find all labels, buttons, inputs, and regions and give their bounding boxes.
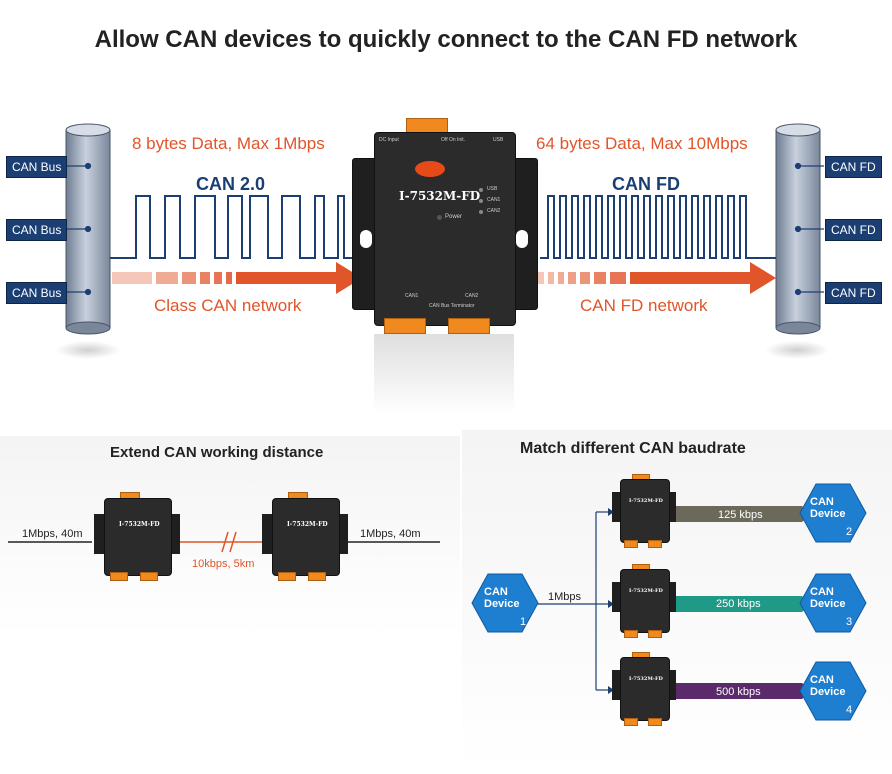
can1-led-icon <box>479 199 483 203</box>
can-fd-tag-1: CAN FD <box>825 156 882 178</box>
led-label-can2: CAN2 <box>487 208 501 214</box>
can20-spec: 8 bytes Data, Max 1Mbps <box>132 134 325 153</box>
device-body: I-7532M-FD <box>620 569 670 633</box>
can-device-1-hexagon: CAN Device 1 <box>470 572 540 634</box>
canfd-network-label: CAN FD network <box>580 296 708 315</box>
terminal-bottom-2 <box>648 540 662 548</box>
extend-device-1: I-7532M-FD <box>94 492 180 584</box>
brand-logo <box>415 161 445 177</box>
left-network-arrow <box>112 262 362 294</box>
extend-left-link-label: 1Mbps, 40m <box>22 528 83 540</box>
extend-lines <box>8 531 440 553</box>
can1-terminal <box>384 318 426 334</box>
class-can-network-label: Class CAN network <box>154 296 302 315</box>
can-device-4-label-1: CAN <box>810 674 834 686</box>
can-fd-tag-2: CAN FD <box>825 219 882 241</box>
can20-label: CAN 2.0 <box>196 174 266 194</box>
terminal-bottom-2 <box>648 630 662 638</box>
device-body: DC Input Off On Init. USB I-7532M-FD USB… <box>374 132 516 326</box>
device-reflection <box>374 334 514 414</box>
canfd-waveform <box>540 195 776 259</box>
extend-middle-link-label: 10kbps, 5km <box>192 558 255 570</box>
extend-section-title: Extend CAN working distance <box>110 444 324 461</box>
can-device-4-label-2: Device <box>810 686 846 698</box>
terminal-bottom-1 <box>110 572 128 581</box>
top-diagram <box>56 123 829 359</box>
can-device-1-label-2: Device <box>484 598 520 610</box>
source-rate-label: 1Mbps <box>548 591 582 603</box>
terminator-label: CAN Bus Terminator <box>429 303 475 309</box>
can-device-1-label-1: CAN <box>484 586 508 598</box>
extend-right-link-label: 1Mbps, 40m <box>360 528 421 540</box>
can-device-2-label-2: Device <box>810 508 846 520</box>
device-model-name: I-7532M-FD <box>119 521 160 528</box>
usb-port-label: USB <box>493 137 504 143</box>
can-device-3-number: 3 <box>846 616 853 628</box>
can-device-3-label-2: Device <box>810 598 846 610</box>
link-rate-500: 500 kbps <box>716 686 761 698</box>
can-bus-tag-3: CAN Bus <box>6 282 68 304</box>
can2-terminal <box>448 318 490 334</box>
terminal-bottom-2 <box>308 572 326 581</box>
port-label-can1: CAN1 <box>405 293 419 299</box>
link-rate-125: 125 kbps <box>718 509 763 521</box>
terminal-bottom-1 <box>624 540 638 548</box>
power-led-icon <box>437 215 442 220</box>
device-body: I-7532M-FD <box>620 479 670 543</box>
extend-section-bg <box>0 436 460 636</box>
can-device-3-label-1: CAN <box>810 586 834 598</box>
baud-device-2: I-7532M-FD <box>612 564 676 638</box>
baud-device-1: I-7532M-FD <box>612 474 676 548</box>
terminal-bottom-2 <box>648 718 662 726</box>
mount-hole-right <box>516 230 528 248</box>
canfd-spec: 64 bytes Data, Max 10Mbps <box>536 134 748 153</box>
can-fd-tag-3: CAN FD <box>825 282 882 304</box>
device-body: I-7532M-FD <box>104 498 172 576</box>
power-label: Power <box>445 214 463 220</box>
can-device-4-hexagon: CAN Device 4 <box>798 660 868 722</box>
switch-label: Off On Init. <box>441 137 466 143</box>
main-device: DC Input Off On Init. USB I-7532M-FD USB… <box>352 118 538 418</box>
page-title: Allow CAN devices to quickly connect to … <box>94 26 798 53</box>
can-bus-tag-1: CAN Bus <box>6 156 68 178</box>
terminal-bottom-2 <box>140 572 158 581</box>
baudrate-lines <box>532 506 812 699</box>
device-body: I-7532M-FD <box>272 498 340 576</box>
device-body: I-7532M-FD <box>620 657 670 721</box>
terminal-bottom-1 <box>624 630 638 638</box>
canfd-label: CAN FD <box>612 174 680 194</box>
can2-led-icon <box>479 210 483 214</box>
link-rate-250: 250 kbps <box>716 598 761 610</box>
right-bus-cylinder <box>765 123 829 359</box>
can-device-2-label-1: CAN <box>810 496 834 508</box>
baudrate-section-title: Match different CAN baudrate <box>520 440 746 457</box>
mount-hole-left <box>360 230 372 248</box>
device-model-name: I-7532M-FD <box>287 521 328 528</box>
port-label-can2: CAN2 <box>465 293 479 299</box>
can-device-2-hexagon: CAN Device 2 <box>798 482 868 544</box>
can-device-1-number: 1 <box>520 616 527 628</box>
device-model-name: I-7532M-FD <box>629 676 663 682</box>
extend-device-2: I-7532M-FD <box>262 492 348 584</box>
can20-waveform <box>110 195 356 259</box>
led-label-usb: USB <box>487 186 498 192</box>
can-device-4-number: 4 <box>846 704 853 716</box>
right-network-arrow <box>538 262 776 294</box>
device-model-name: I-7532M-FD <box>629 588 663 594</box>
can-device-2-number: 2 <box>846 526 853 538</box>
terminal-bottom-1 <box>624 718 638 726</box>
device-model-name: I-7532M-FD <box>629 498 663 504</box>
terminal-bottom-1 <box>278 572 296 581</box>
can-device-3-hexagon: CAN Device 3 <box>798 572 868 634</box>
usb-led-icon <box>479 188 483 192</box>
can-bus-tag-2: CAN Bus <box>6 219 68 241</box>
device-model-name: I-7532M-FD <box>399 189 481 203</box>
dc-input-label: DC Input <box>379 137 399 143</box>
led-label-can1: CAN1 <box>487 197 501 203</box>
baud-device-3: I-7532M-FD <box>612 652 676 726</box>
